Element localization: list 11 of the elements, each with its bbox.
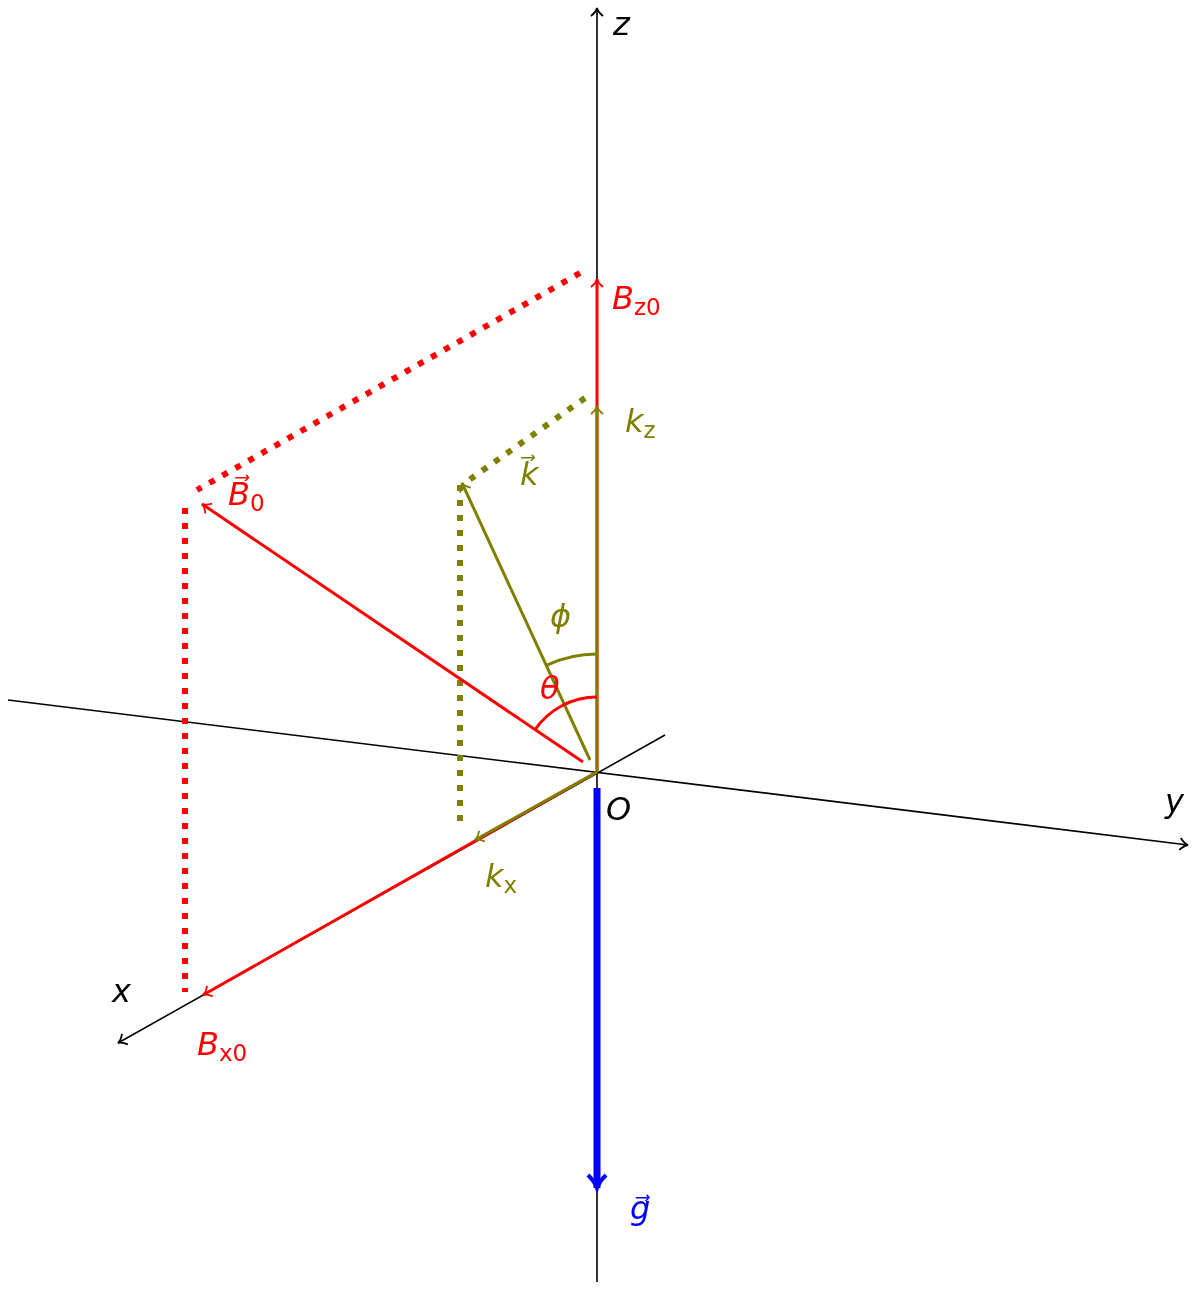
origin-label: O <box>606 793 632 825</box>
axis-label: z <box>613 8 630 40</box>
angle-label: ϕ <box>550 600 572 632</box>
vector-label: g⃗ <box>630 1192 651 1224</box>
vector-label: k$_{x}$ <box>485 860 518 897</box>
vector-label: B$_{x0}$ <box>197 1028 248 1065</box>
vector-label: B$_{z0}$ <box>612 282 661 319</box>
vector-label: k$_{z}$ <box>625 405 656 442</box>
angle-label: θ <box>540 672 560 704</box>
axis-label: y <box>1165 785 1184 817</box>
axis-label: x <box>112 975 131 1007</box>
